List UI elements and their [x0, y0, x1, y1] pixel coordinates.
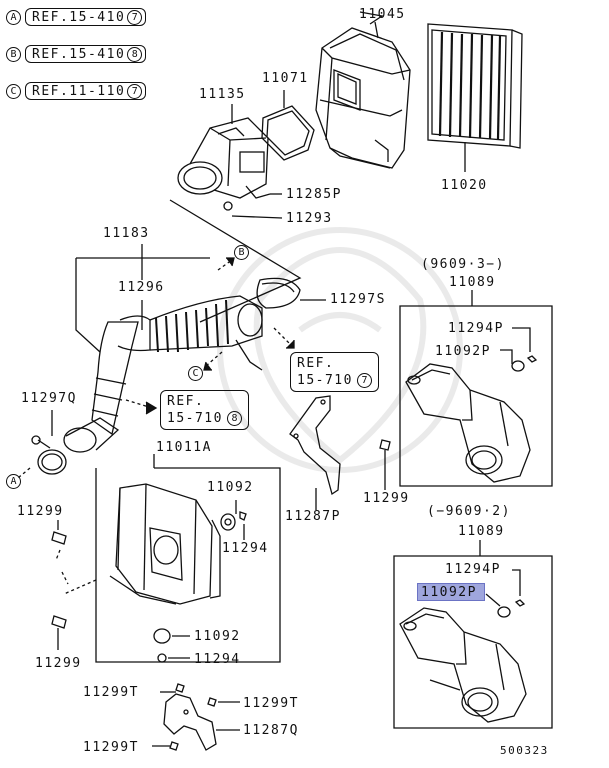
resonator-box-top [399, 305, 553, 487]
resonator-bottom[interactable] [399, 607, 527, 723]
screw-11285P [245, 185, 271, 199]
label-11285P[interactable]: 11285P [286, 187, 342, 202]
diagram-code: 500323 [500, 744, 549, 757]
bracket-11287Q[interactable] [163, 693, 217, 751]
label-11045[interactable]: 11045 [359, 7, 406, 22]
highlight-11092P [417, 583, 485, 601]
label-11294-lower[interactable]: 11294 [194, 652, 241, 667]
label-11089-bottom[interactable]: 11089 [458, 524, 505, 539]
air-filter-element[interactable] [427, 23, 523, 149]
label-11294P-top[interactable]: 11294P [448, 321, 504, 336]
pin-11294a [239, 511, 247, 521]
label-11092-upper[interactable]: 11092 [207, 480, 254, 495]
hose-clamp-11297S[interactable] [256, 277, 301, 309]
ref-num-b: 8 [127, 46, 143, 62]
label-11293[interactable]: 11293 [286, 211, 333, 226]
label-11296[interactable]: 11296 [118, 280, 165, 295]
bracket-11287P[interactable] [289, 395, 341, 496]
date-range-top: (9609·3−) [421, 257, 505, 272]
ref-num-c: 7 [127, 83, 143, 99]
callout-num: 7 [356, 373, 372, 388]
resonator-top[interactable] [405, 363, 531, 483]
resonator-box-bottom [393, 555, 553, 729]
intake-pipe[interactable] [63, 321, 139, 453]
grommet-11092b[interactable] [153, 628, 171, 644]
label-11294P-bottom[interactable]: 11294P [445, 562, 501, 577]
pin-11294Pb[interactable] [514, 599, 526, 607]
label-11092P-bottom[interactable]: 11092P [421, 585, 477, 600]
label-11297S[interactable]: 11297S [330, 292, 386, 307]
grommet-11092Pb[interactable] [497, 606, 511, 618]
bolt-11299T1 [175, 683, 185, 693]
bolt-11299T2 [207, 697, 217, 707]
pin-11294b[interactable] [157, 653, 167, 663]
callout-line1: REF. [297, 356, 335, 371]
bolt-11299T3 [169, 741, 179, 751]
label-11299-lower[interactable]: 11299 [35, 656, 82, 671]
callout-line1: REF. [167, 394, 205, 409]
label-11299T-b[interactable]: 11299T [243, 696, 299, 711]
label-11135[interactable]: 11135 [199, 87, 246, 102]
label-11092-lower[interactable]: 11092 [194, 629, 241, 644]
label-11089-top[interactable]: 11089 [449, 275, 496, 290]
label-11092P-top[interactable]: 11092P [435, 344, 491, 359]
marker-a-diagram[interactable]: A [6, 474, 21, 489]
label-11071[interactable]: 11071 [262, 71, 309, 86]
air-cleaner-case[interactable] [315, 11, 411, 169]
grommet-11092Pa[interactable] [511, 360, 525, 372]
callout-num: 8 [226, 411, 242, 426]
airflow-sensor[interactable] [177, 117, 269, 199]
leader-11045 [374, 21, 379, 39]
label-11294-upper[interactable]: 11294 [222, 541, 269, 556]
marker-c: C [6, 83, 21, 99]
label-11020[interactable]: 11020 [441, 178, 488, 193]
marker-b-diagram[interactable]: B [234, 245, 249, 260]
label-11287Q[interactable]: 11287Q [243, 723, 299, 738]
callout-line2: 15-710 [167, 411, 223, 426]
ref-text-a: REF.15-410 [32, 9, 126, 25]
callout-line2: 15-710 [297, 373, 353, 388]
marker-b: B [6, 46, 21, 62]
grommet-11092a[interactable] [220, 513, 236, 531]
ref-num-a: 7 [127, 9, 143, 25]
bolt-11299a[interactable] [51, 531, 67, 545]
date-range-bottom: (−9609·2) [427, 504, 511, 519]
marker-c-diagram[interactable]: C [188, 366, 203, 381]
pin-11294Pa[interactable] [526, 355, 538, 363]
bolt-11299c[interactable] [379, 439, 391, 451]
ref-text-b: REF.15-410 [32, 46, 126, 62]
label-11183[interactable]: 11183 [103, 226, 150, 241]
ref-text-c: REF.11-110 [32, 83, 126, 99]
label-11297Q[interactable]: 11297Q [21, 391, 77, 406]
gasket-11071[interactable] [261, 105, 315, 161]
marker-a: A [6, 9, 21, 25]
label-11299-right[interactable]: 11299 [363, 491, 410, 506]
lower-case[interactable] [109, 483, 221, 605]
label-11287P[interactable]: 11287P [285, 509, 341, 524]
label-11011A[interactable]: 11011A [156, 440, 212, 455]
label-11299T-c[interactable]: 11299T [83, 740, 139, 755]
hose-clamp-11297Q[interactable] [31, 435, 67, 475]
bolt-11299b[interactable] [51, 615, 67, 629]
label-11299-upper[interactable]: 11299 [17, 504, 64, 519]
label-11299T-a[interactable]: 11299T [83, 685, 139, 700]
intake-hose[interactable] [117, 295, 263, 371]
